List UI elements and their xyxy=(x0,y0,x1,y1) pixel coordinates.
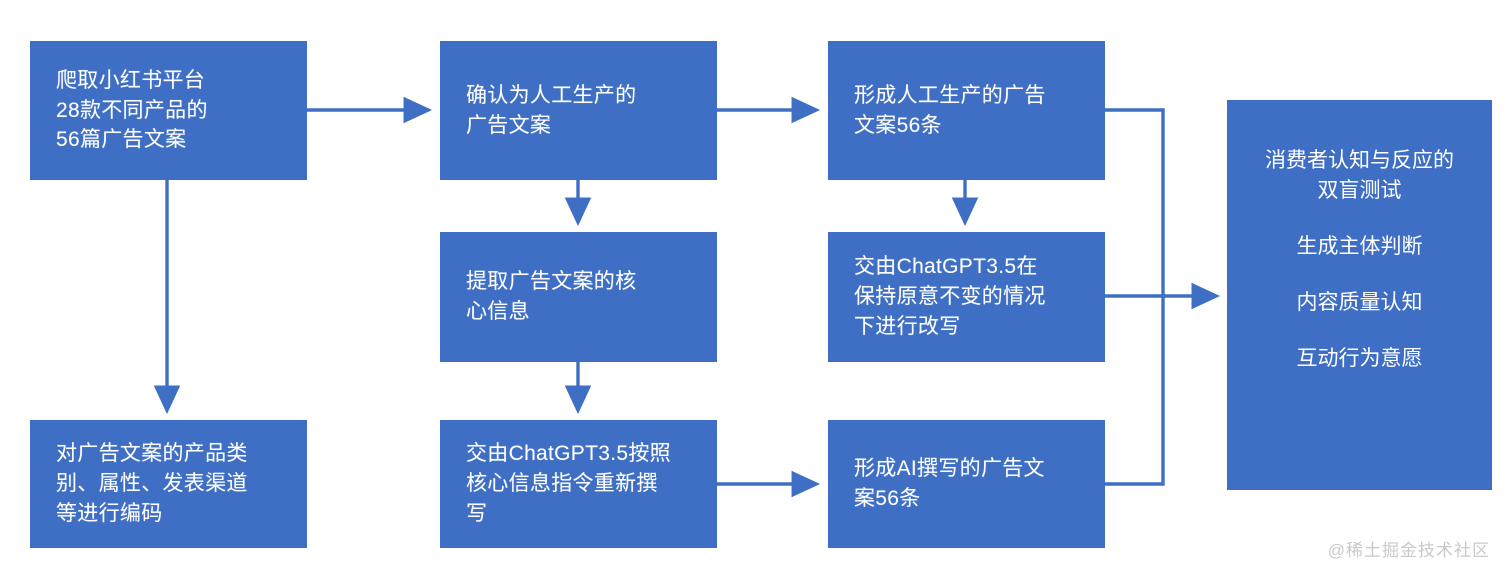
node-chatgpt-regenerate-label: 交由ChatGPT3.5按照 核心信息指令重新撰 写 xyxy=(466,442,671,525)
arrow-humancopy-to-final xyxy=(1105,108,1165,296)
node-blind-test[interactable]: 消费者认知与反应的 双盲测试 生成主体判断 内容质量认知 互动行为意愿 xyxy=(1227,100,1492,490)
node-blind-test-title: 消费者认知与反应的 双盲测试 xyxy=(1265,149,1454,202)
arrow-aicopy-to-final xyxy=(1105,296,1165,486)
node-chatgpt-rewrite[interactable]: 交由ChatGPT3.5在 保持原意不变的情况 下进行改写 xyxy=(828,232,1105,362)
node-extract-core-info-label: 提取广告文案的核 心信息 xyxy=(466,270,637,323)
node-human-copy-56[interactable]: 形成人工生产的广告 文案56条 xyxy=(828,41,1105,180)
watermark-text: @稀土掘金技术社区 xyxy=(1327,541,1490,560)
node-chatgpt-regenerate[interactable]: 交由ChatGPT3.5按照 核心信息指令重新撰 写 xyxy=(440,420,717,548)
node-extract-core-info[interactable]: 提取广告文案的核 心信息 xyxy=(440,232,717,362)
list-item: 生成主体判断 xyxy=(1296,234,1423,258)
node-ai-copy-56-label: 形成AI撰写的广告文 案56条 xyxy=(854,457,1045,510)
node-ai-copy-56[interactable]: 形成AI撰写的广告文 案56条 xyxy=(828,420,1105,548)
node-confirm-human[interactable]: 确认为人工生产的 广告文案 xyxy=(440,41,717,180)
list-item: 内容质量认知 xyxy=(1296,290,1423,314)
node-chatgpt-rewrite-label: 交由ChatGPT3.5在 保持原意不变的情况 下进行改写 xyxy=(854,255,1046,338)
node-encode-attributes-label: 对广告文案的产品类 别、属性、发表渠道 等进行编码 xyxy=(56,442,248,525)
node-crawl-source[interactable]: 爬取小红书平台 28款不同产品的 56篇广告文案 xyxy=(30,41,307,180)
list-item: 互动行为意愿 xyxy=(1296,346,1423,370)
node-crawl-source-label: 爬取小红书平台 28款不同产品的 56篇广告文案 xyxy=(56,68,208,152)
node-blind-test-list: 生成主体判断 内容质量认知 互动行为意愿 xyxy=(1227,230,1492,398)
node-human-copy-56-label: 形成人工生产的广告 文案56条 xyxy=(854,83,1046,137)
node-confirm-human-label: 确认为人工生产的 广告文案 xyxy=(466,83,637,137)
node-encode-attributes[interactable]: 对广告文案的产品类 别、属性、发表渠道 等进行编码 xyxy=(30,420,307,548)
